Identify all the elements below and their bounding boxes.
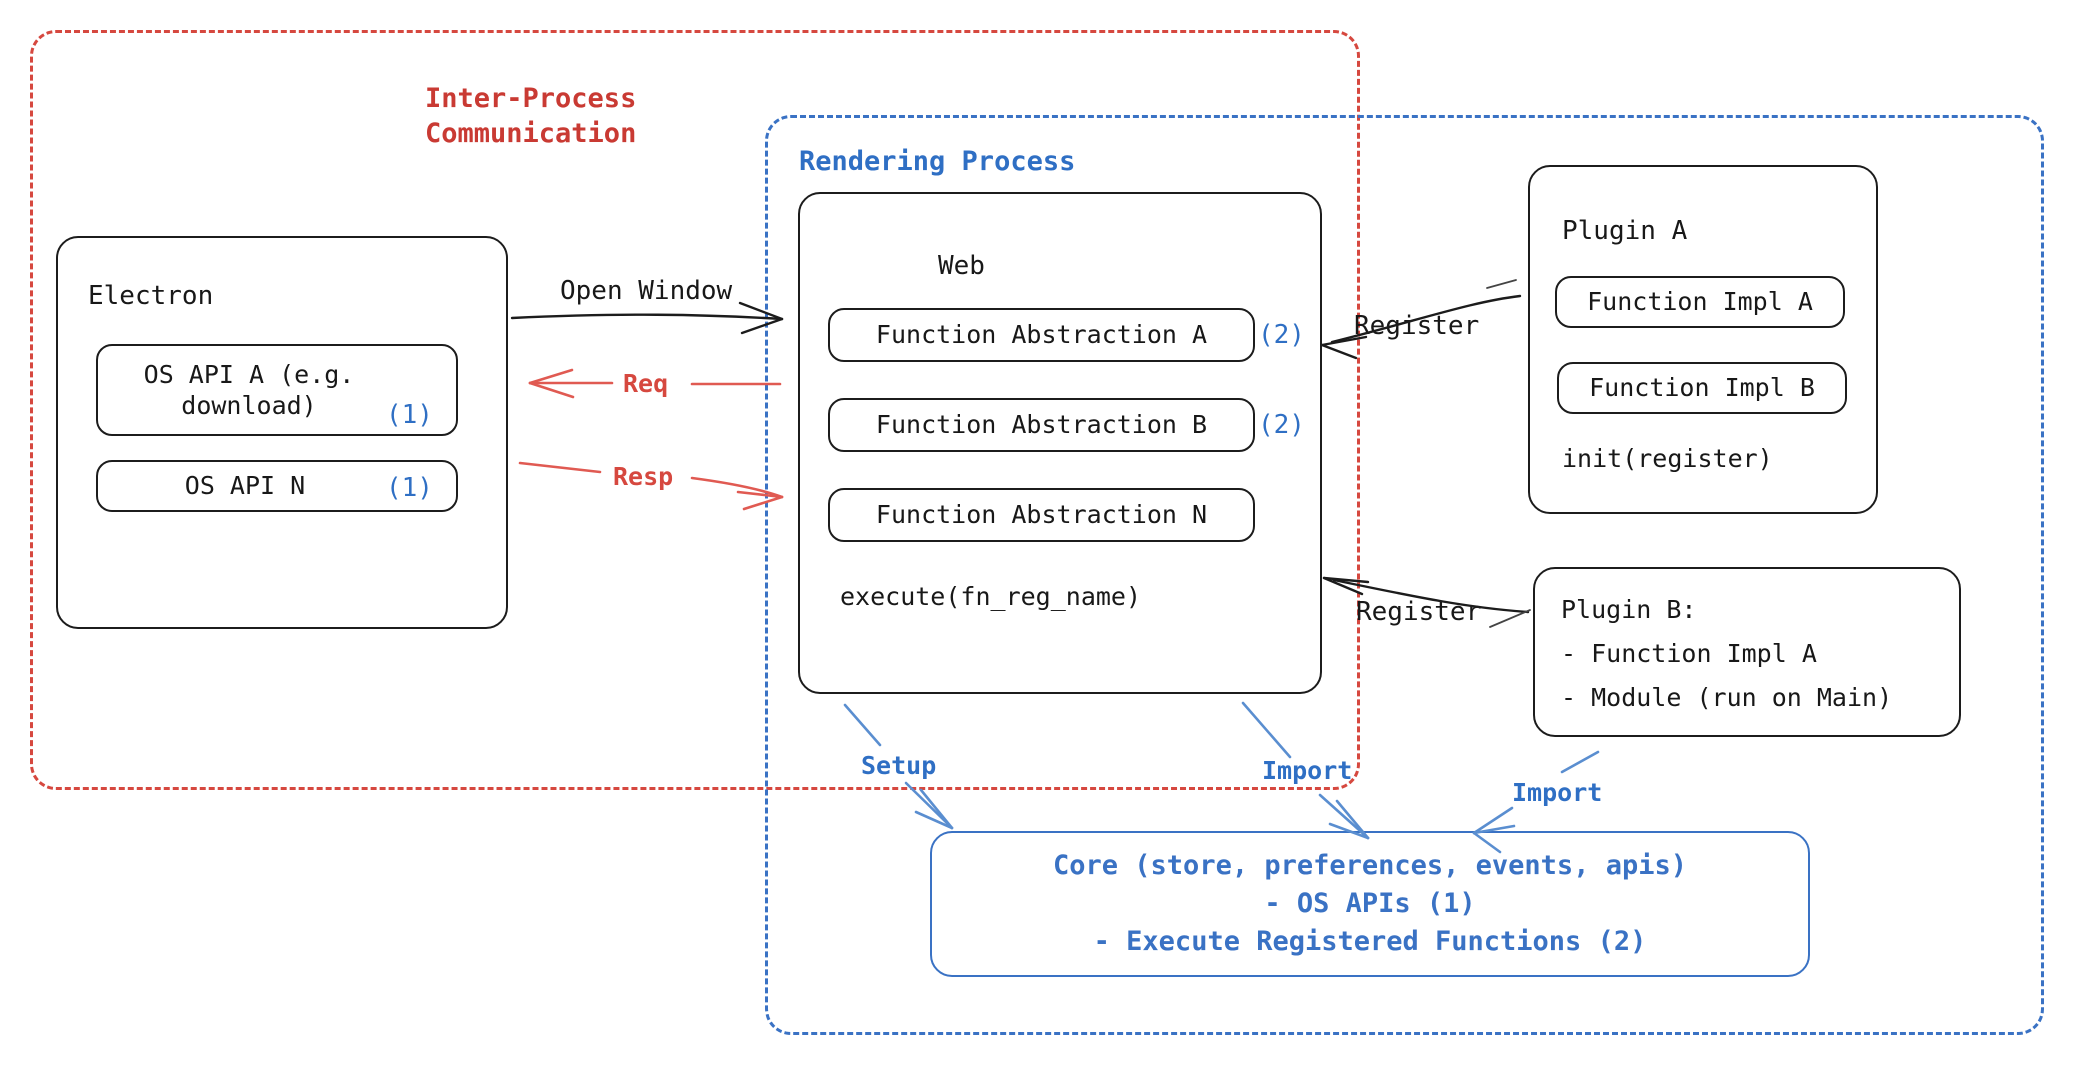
function-abstraction-a-box[interactable]: Function Abstraction A [828,308,1255,362]
core-box: Core (store, preferences, events, apis) … [930,831,1810,977]
plugin-a-function-impl-a-box[interactable]: Function Impl A [1555,276,1845,328]
arrow-label-import-plugin: Import [1512,778,1603,807]
arrow-label-import-web: Import [1262,756,1353,785]
web-title: Web [938,251,985,281]
os-api-n-box[interactable]: OS API N [96,460,458,512]
function-abstraction-b-label: Function Abstraction B [875,410,1208,440]
plugin-a-function-impl-b-label: Function Impl B [1589,373,1815,403]
plugin-a-box [1528,165,1878,514]
core-text: Core (store, preferences, events, apis) … [1053,850,1687,957]
web-execute-label: execute(fn_reg_name) [840,582,1142,611]
plugin-a-title: Plugin A [1562,216,1688,246]
plugin-a-function-impl-b-box[interactable]: Function Impl B [1557,362,1847,414]
plugin-b-line-1: Plugin B: [1561,595,1697,624]
arrow-label-open-window: Open Window [560,276,733,306]
plugin-a-function-impl-a-label: Function Impl A [1587,287,1813,317]
arrow-label-register-b: Register [1356,597,1482,627]
region-ipc-label: Inter-Process Communication [425,83,637,149]
arrow-label-resp: Resp [613,462,674,491]
function-abstraction-n-label: Function Abstraction N [875,500,1208,530]
region-rendering-process [765,115,2044,1035]
os-api-n-marker: (1) [386,473,433,503]
function-abstraction-n-box[interactable]: Function Abstraction N [828,488,1255,542]
arrow-label-req: Req [623,369,669,398]
os-api-n-label: OS API N [184,471,306,501]
os-api-a-label: OS API A (e.g. download) [143,359,355,421]
function-abstraction-b-box[interactable]: Function Abstraction B [828,398,1255,452]
electron-title: Electron [88,281,214,311]
region-inter-process-communication [30,30,1360,790]
os-api-a-marker: (1) [386,400,433,430]
plugin-b-line-3: - Module (run on Main) [1561,683,1893,712]
arrow-label-register-a: Register [1354,311,1480,341]
region-rendering-process-label: Rendering Process [799,146,1076,177]
plugin-b-line-2: - Function Impl A [1561,639,1817,668]
function-abstraction-a-label: Function Abstraction A [875,320,1208,350]
os-api-a-box[interactable]: OS API A (e.g. download) [96,344,458,436]
function-abstraction-a-marker: (2) [1258,320,1305,350]
plugin-b-box [1533,567,1961,737]
plugin-a-init-label: init(register) [1562,444,1773,473]
function-abstraction-b-marker: (2) [1258,410,1305,440]
arrow-label-setup: Setup [861,751,937,780]
